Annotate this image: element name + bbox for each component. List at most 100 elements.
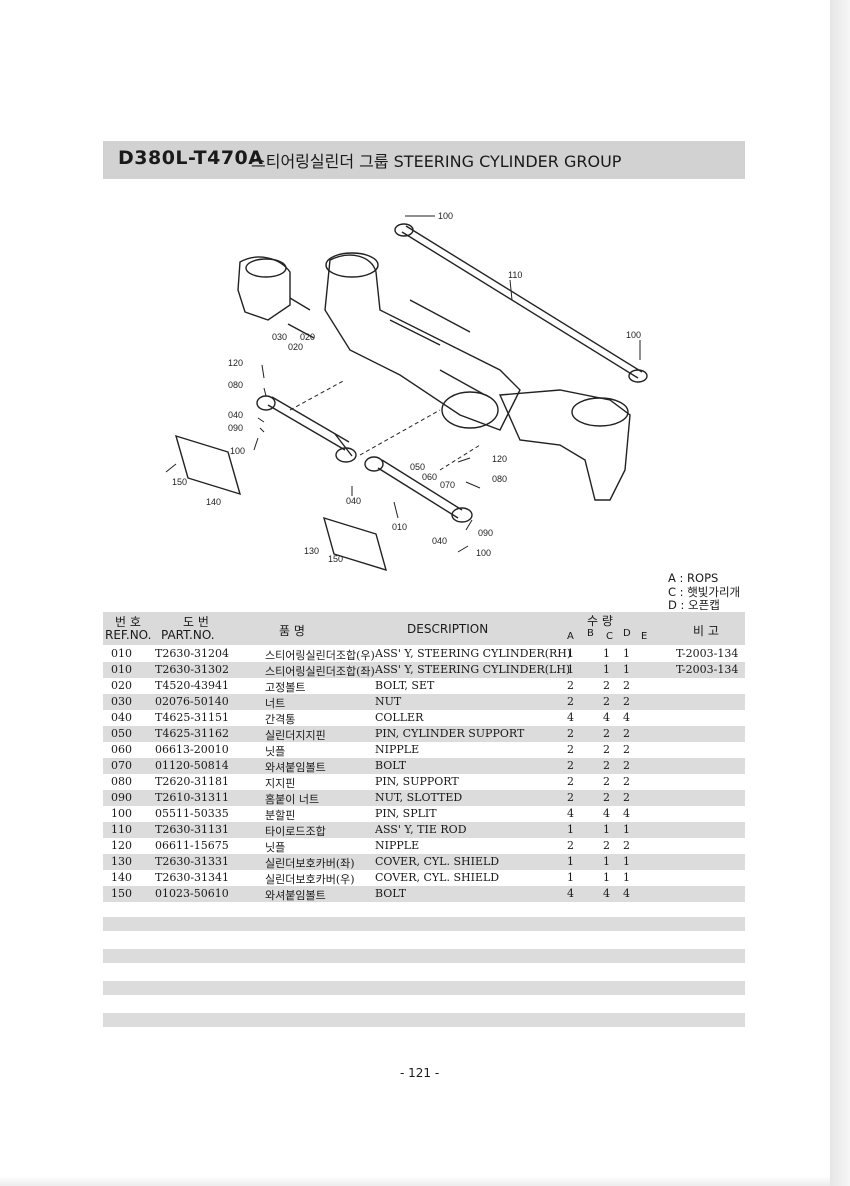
callout-label: 140 bbox=[206, 497, 221, 507]
qty-c-cell: 2 bbox=[603, 759, 610, 772]
part-number-cell: 02076-50140 bbox=[155, 695, 229, 708]
qty-d-cell: 1 bbox=[623, 855, 630, 868]
callout-label: 080 bbox=[492, 474, 507, 484]
qty-d-cell: 4 bbox=[623, 887, 630, 900]
callout-label: 130 bbox=[304, 546, 319, 556]
ref-cell: 040 bbox=[111, 711, 132, 724]
part-number-cell: T2620-31181 bbox=[155, 775, 230, 788]
qty-d-cell: 2 bbox=[623, 839, 630, 852]
ref-cell: 080 bbox=[111, 775, 132, 788]
korean-name-cell: 스티어링실린더조합(우) bbox=[265, 649, 375, 662]
header-name-kor: 품 명 bbox=[279, 624, 305, 638]
part-number-cell: T4625-31162 bbox=[155, 727, 230, 740]
description-cell: BOLT bbox=[375, 887, 407, 900]
qty-a-cell: 2 bbox=[567, 791, 574, 804]
qty-a-cell: 4 bbox=[567, 887, 574, 900]
korean-name-cell: 닛플 bbox=[265, 745, 286, 758]
legend-item: D : 오픈캡 bbox=[668, 598, 720, 612]
callout-label: 040 bbox=[432, 536, 447, 546]
header-qty-kor: 수 량 bbox=[587, 614, 613, 628]
description-cell: NIPPLE bbox=[375, 839, 420, 852]
qty-a-cell: 2 bbox=[567, 775, 574, 788]
description-cell: COVER, CYL. SHIELD bbox=[375, 855, 500, 868]
header-part-eng: PART.NO. bbox=[161, 628, 215, 642]
part-number-cell: 01120-50814 bbox=[155, 759, 229, 772]
qty-a-cell: 4 bbox=[567, 807, 574, 820]
table-header: 번 호 REF.NO. 도 번 PART.NO. 품 명 DESCRIPTION… bbox=[103, 612, 745, 645]
part-number-cell: T2630-31331 bbox=[155, 855, 230, 868]
part-number-cell: T4625-31151 bbox=[155, 711, 230, 724]
qty-c-cell: 2 bbox=[603, 775, 610, 788]
qty-a-cell: 2 bbox=[567, 679, 574, 692]
left-cylinder bbox=[267, 404, 346, 451]
korean-name-cell: 실린더보호카버(좌) bbox=[265, 857, 355, 870]
header-remarks: 비 고 bbox=[693, 624, 719, 638]
qty-a-cell: 2 bbox=[567, 695, 574, 708]
qty-c-cell: 1 bbox=[603, 647, 610, 660]
qty-c-cell: 2 bbox=[603, 727, 610, 740]
description-cell: COVER, CYL. SHIELD bbox=[375, 871, 500, 884]
qty-d-cell: 2 bbox=[623, 743, 630, 756]
qty-a-cell: 1 bbox=[567, 823, 574, 836]
ref-cell: 070 bbox=[111, 759, 132, 772]
remarks-cell: T-2003-134 bbox=[676, 663, 739, 676]
korean-name-cell: 와셔붙임볼트 bbox=[265, 761, 326, 774]
qty-a-cell: 1 bbox=[567, 663, 574, 676]
qty-a-cell: 4 bbox=[567, 711, 574, 724]
header-col-d: D bbox=[623, 628, 631, 639]
part-number-cell: T4520-43941 bbox=[155, 679, 230, 692]
qty-d-cell: 4 bbox=[623, 711, 630, 724]
legend-item: A : ROPS bbox=[668, 571, 719, 585]
qty-c-cell: 4 bbox=[603, 887, 610, 900]
qty-c-cell: 2 bbox=[603, 695, 610, 708]
description-cell: PIN, CYLINDER SUPPORT bbox=[375, 727, 525, 740]
korean-name-cell: 분할핀 bbox=[265, 809, 296, 822]
callout-label: 150 bbox=[328, 554, 343, 564]
header-col-a: A bbox=[567, 631, 574, 642]
qty-c-cell: 1 bbox=[603, 855, 610, 868]
qty-c-cell: 1 bbox=[603, 871, 610, 884]
remarks-cell: T-2003-134 bbox=[676, 647, 739, 660]
qty-a-cell: 2 bbox=[567, 759, 574, 772]
korean-name-cell: 스티어링실린더조합(좌) bbox=[265, 665, 375, 678]
description-cell: ASS' Y, STEERING CYLINDER(RH) bbox=[375, 647, 572, 660]
qty-d-cell: 1 bbox=[623, 871, 630, 884]
korean-name-cell: 지지핀 bbox=[265, 777, 296, 790]
qty-a-cell: 2 bbox=[567, 839, 574, 852]
right-cylinder bbox=[377, 467, 459, 519]
description-cell: ASS' Y, STEERING CYLINDER(LH) bbox=[375, 663, 571, 676]
empty-row-band bbox=[103, 981, 745, 995]
part-number-cell: 05511-50335 bbox=[155, 807, 229, 820]
header-part-kor: 도 번 bbox=[183, 615, 209, 629]
part-number-cell: 06611-15675 bbox=[155, 839, 229, 852]
qty-c-cell: 2 bbox=[603, 743, 610, 756]
callout-label: 100 bbox=[476, 548, 491, 558]
page-title: 스티어링실린더 그룹 STEERING CYLINDER GROUP bbox=[251, 152, 622, 171]
ref-cell: 060 bbox=[111, 743, 132, 756]
ref-cell: 020 bbox=[111, 679, 132, 692]
empty-row-band bbox=[103, 1013, 745, 1027]
page-edge bbox=[0, 1176, 830, 1186]
right-shield bbox=[174, 434, 242, 496]
korean-name-cell: 실린더지지핀 bbox=[265, 729, 326, 742]
header-ref-kor: 번 호 bbox=[115, 615, 141, 629]
callout-label: 120 bbox=[492, 454, 507, 464]
empty-row-band bbox=[103, 949, 745, 963]
part-number-cell: T2630-31302 bbox=[155, 663, 230, 676]
ref-cell: 050 bbox=[111, 727, 132, 740]
korean-name-cell: 간격통 bbox=[265, 713, 296, 726]
right-knuckle bbox=[498, 389, 631, 501]
qty-a-cell: 1 bbox=[567, 855, 574, 868]
qty-c-cell: 2 bbox=[603, 839, 610, 852]
left-knuckle bbox=[237, 256, 291, 321]
left-shield bbox=[322, 516, 388, 572]
callout-label: 040 bbox=[346, 496, 361, 506]
ref-cell: 150 bbox=[111, 887, 132, 900]
legend-item: C : 햇빛가리개 bbox=[668, 584, 741, 599]
